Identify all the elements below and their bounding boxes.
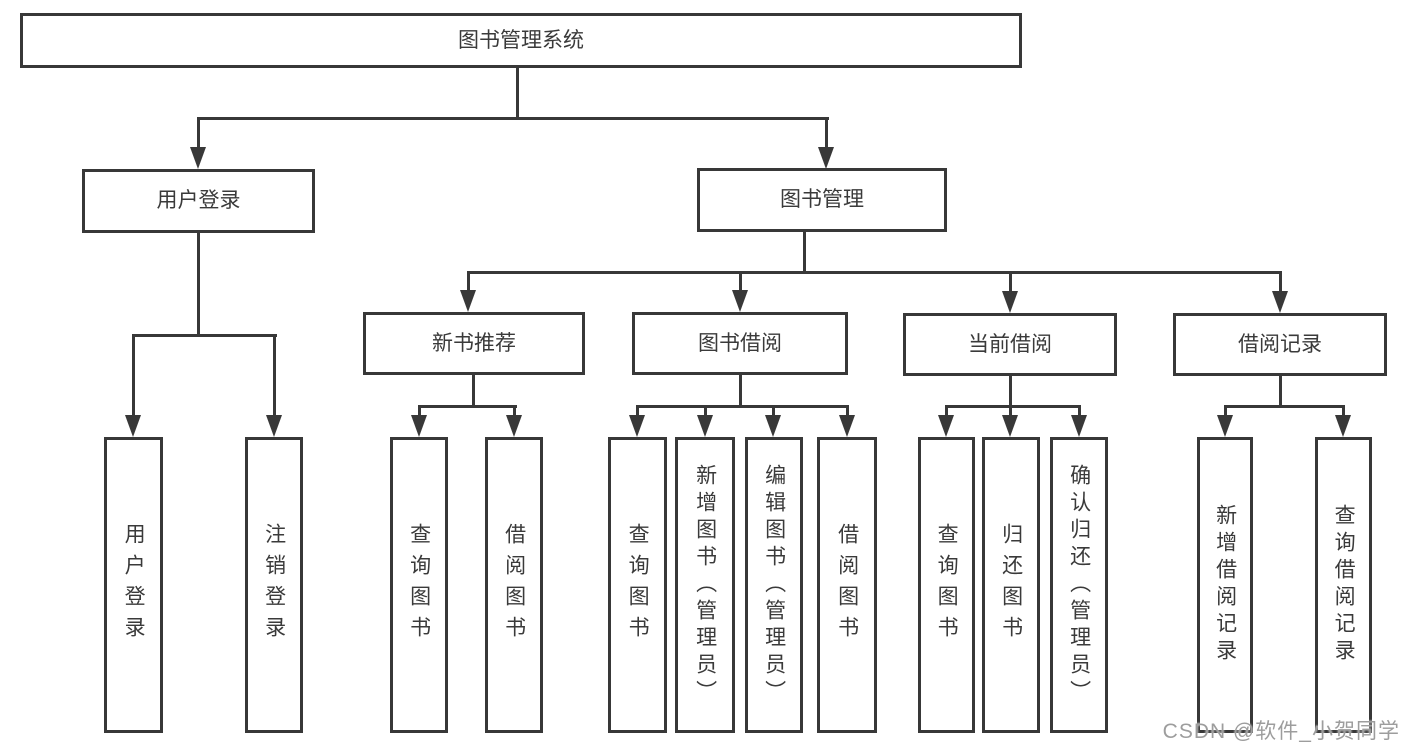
connector-line: [467, 271, 1282, 274]
connector-line: [418, 405, 517, 408]
arrowhead-icon: [1071, 415, 1087, 437]
arrowhead-icon: [629, 415, 645, 437]
connector-line: [739, 375, 742, 407]
arrowhead-icon: [1002, 291, 1018, 313]
leaf-confirm-return-admin: 确认归还（管理员）: [1050, 437, 1108, 733]
arrowhead-icon: [765, 415, 781, 437]
connector-line: [273, 334, 276, 418]
connector-line: [132, 334, 135, 418]
node-book-borrow: 图书借阅: [632, 312, 848, 375]
arrowhead-icon: [732, 290, 748, 312]
connector-line: [1224, 405, 1345, 408]
leaf-query-books-borrow: 查询图书: [608, 437, 667, 733]
connector-line: [704, 405, 707, 418]
leaf-query-borrow-record: 查询借阅记录: [1315, 437, 1372, 733]
leaf-edit-book-admin: 编辑图书（管理员）: [745, 437, 803, 733]
arrowhead-icon: [1335, 415, 1351, 437]
connector-line: [636, 405, 639, 418]
leaf-query-books-recommend: 查询图书: [390, 437, 448, 733]
connector-line: [739, 271, 742, 293]
arrowhead-icon: [460, 290, 476, 312]
arrowhead-icon: [839, 415, 855, 437]
connector-line: [197, 117, 200, 149]
connector-line: [467, 271, 470, 293]
node-library-management-system: 图书管理系统: [20, 13, 1022, 68]
connector-line: [803, 232, 806, 274]
connector-line: [472, 375, 475, 407]
connector-line: [825, 117, 828, 149]
arrowhead-icon: [411, 415, 427, 437]
connector-line: [1279, 376, 1282, 407]
connector-line: [945, 405, 948, 418]
arrowhead-icon: [506, 415, 522, 437]
node-new-book-recommend: 新书推荐: [363, 312, 585, 375]
arrowhead-icon: [125, 415, 141, 437]
node-book-management: 图书管理: [697, 168, 947, 232]
connector-line: [197, 117, 829, 120]
connector-line: [846, 405, 849, 418]
connector-line: [132, 334, 277, 337]
connector-line: [1078, 405, 1081, 418]
connector-line: [1009, 405, 1012, 418]
arrowhead-icon: [818, 147, 834, 169]
connector-line: [772, 405, 775, 418]
connector-line: [1009, 271, 1012, 293]
leaf-query-books-current: 查询图书: [918, 437, 975, 733]
leaf-user-login: 用户登录: [104, 437, 163, 733]
leaf-add-borrow-record: 新增借阅记录: [1197, 437, 1253, 733]
arrowhead-icon: [266, 415, 282, 437]
connector-line: [1224, 405, 1227, 418]
node-current-borrow: 当前借阅: [903, 313, 1117, 376]
connector-line: [636, 405, 849, 408]
arrowhead-icon: [1217, 415, 1233, 437]
connector-line: [945, 405, 1081, 408]
arrowhead-icon: [938, 415, 954, 437]
arrowhead-icon: [190, 147, 206, 169]
leaf-add-book-admin: 新增图书（管理员）: [675, 437, 735, 733]
connector-line: [1279, 271, 1282, 293]
connector-line: [513, 405, 516, 418]
arrowhead-icon: [1002, 415, 1018, 437]
arrowhead-icon: [697, 415, 713, 437]
connector-line: [1009, 376, 1012, 407]
leaf-borrow-books-recommend: 借阅图书: [485, 437, 543, 733]
node-user-login: 用户登录: [82, 169, 315, 233]
csdn-watermark: CSDN @软件_小贺同学: [1162, 720, 1400, 743]
connector-line: [516, 68, 519, 118]
leaf-borrow-books: 借阅图书: [817, 437, 877, 733]
node-borrow-records: 借阅记录: [1173, 313, 1387, 376]
leaf-logout: 注销登录: [245, 437, 303, 733]
connector-line: [197, 233, 200, 336]
arrowhead-icon: [1272, 291, 1288, 313]
connector-line: [1342, 405, 1345, 418]
connector-line: [418, 405, 421, 418]
leaf-return-books: 归还图书: [982, 437, 1040, 733]
